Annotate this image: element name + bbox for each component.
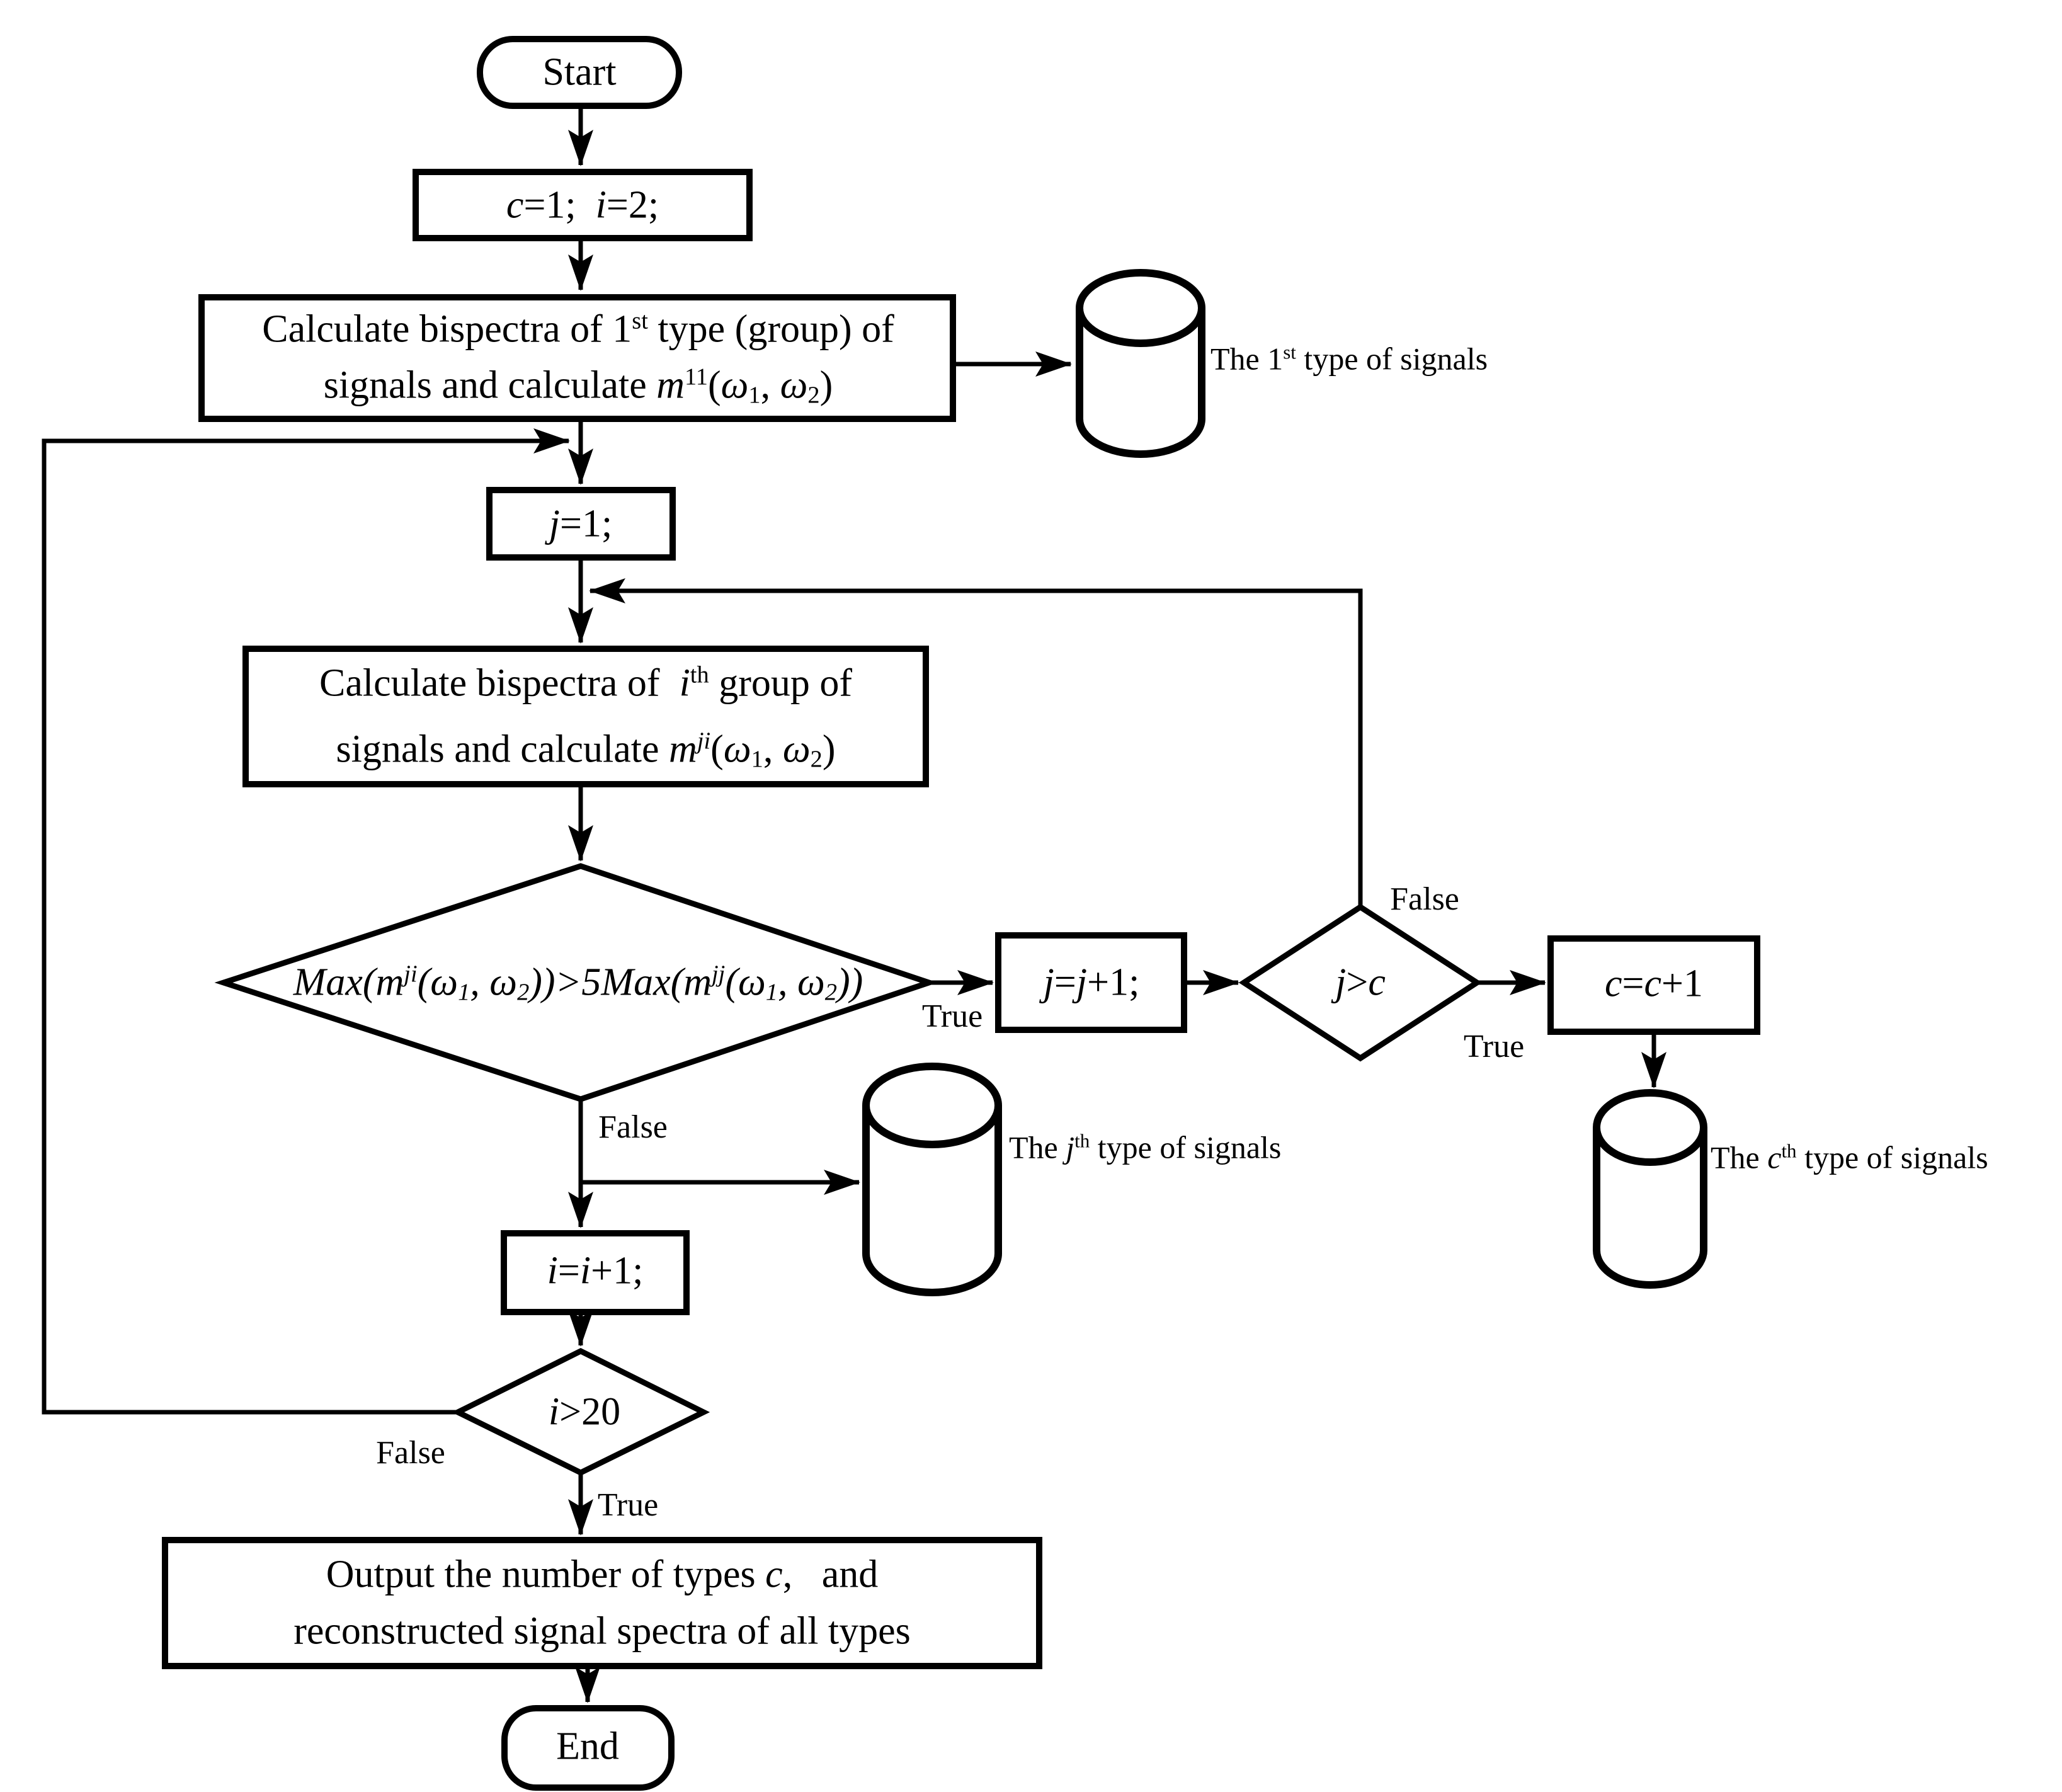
db-cth-label: The cth type of signals: [1711, 1139, 1988, 1175]
end-label: End: [556, 1725, 619, 1768]
jc-decision-diamond: [1238, 903, 1483, 1062]
output-line1: Output the number of types c, and: [326, 1553, 879, 1596]
init-box: [413, 169, 753, 241]
jc-decision-label: j>c: [1335, 961, 1386, 1004]
max-false-label: False: [598, 1109, 668, 1146]
jc-true-label: True: [1463, 1029, 1525, 1065]
jc-false-label: False: [1390, 881, 1459, 918]
output-line2: reconstructed signal spectra of all type…: [293, 1609, 911, 1653]
inc-i-box: [501, 1230, 690, 1315]
start-terminator: [477, 36, 682, 109]
edge-jc-false-loop: [589, 578, 1363, 907]
edge-i20-false-loopback: [42, 428, 570, 1415]
max-decision-diamond: [214, 863, 938, 1102]
calc-first-process: [198, 294, 956, 422]
i20-decision-diamond: [451, 1347, 710, 1476]
set-j-label: j=1;: [549, 502, 613, 545]
output-box: [162, 1537, 1042, 1669]
max-decision-label: Max(mji(ω1, ω2))>5Max(mjj(ω1, ω2)): [293, 961, 863, 1006]
i20-false-label: False: [376, 1435, 445, 1471]
max-true-label: True: [921, 998, 983, 1035]
inc-i-label: i=i+1;: [547, 1249, 644, 1293]
i20-decision-label: i>20: [548, 1390, 621, 1434]
start-label: Start: [542, 50, 617, 94]
db-cth-cylinder: [1593, 1089, 1707, 1289]
db-first-cylinder: [1076, 269, 1205, 458]
calc-ith-line1: Calculate bispectra of ith group of: [319, 661, 852, 705]
inc-j-label: j=j+1;: [1043, 961, 1140, 1004]
end-terminator: [501, 1705, 675, 1791]
init-label: c=1; i=2;: [506, 183, 659, 227]
calc-ith-line2: signals and calculate mji(ω1, ω2): [336, 728, 836, 773]
db-first-label: The 1st type of signals: [1210, 341, 1488, 377]
db-jth-cylinder: [862, 1063, 1002, 1296]
calc-first-line2: signals and calculate m11(ω1, ω2): [323, 363, 833, 409]
i20-true-label: True: [597, 1487, 659, 1524]
calc-ith-process: [242, 646, 929, 787]
db-jth-label: The jth type of signals: [1009, 1129, 1282, 1165]
inc-j-box: [995, 932, 1187, 1033]
set-j-box: [486, 487, 676, 561]
inc-c-label: c=c+1: [1605, 962, 1703, 1005]
calc-first-line1: Calculate bispectra of 1st type (group) …: [262, 307, 894, 351]
inc-c-box: [1547, 935, 1760, 1035]
